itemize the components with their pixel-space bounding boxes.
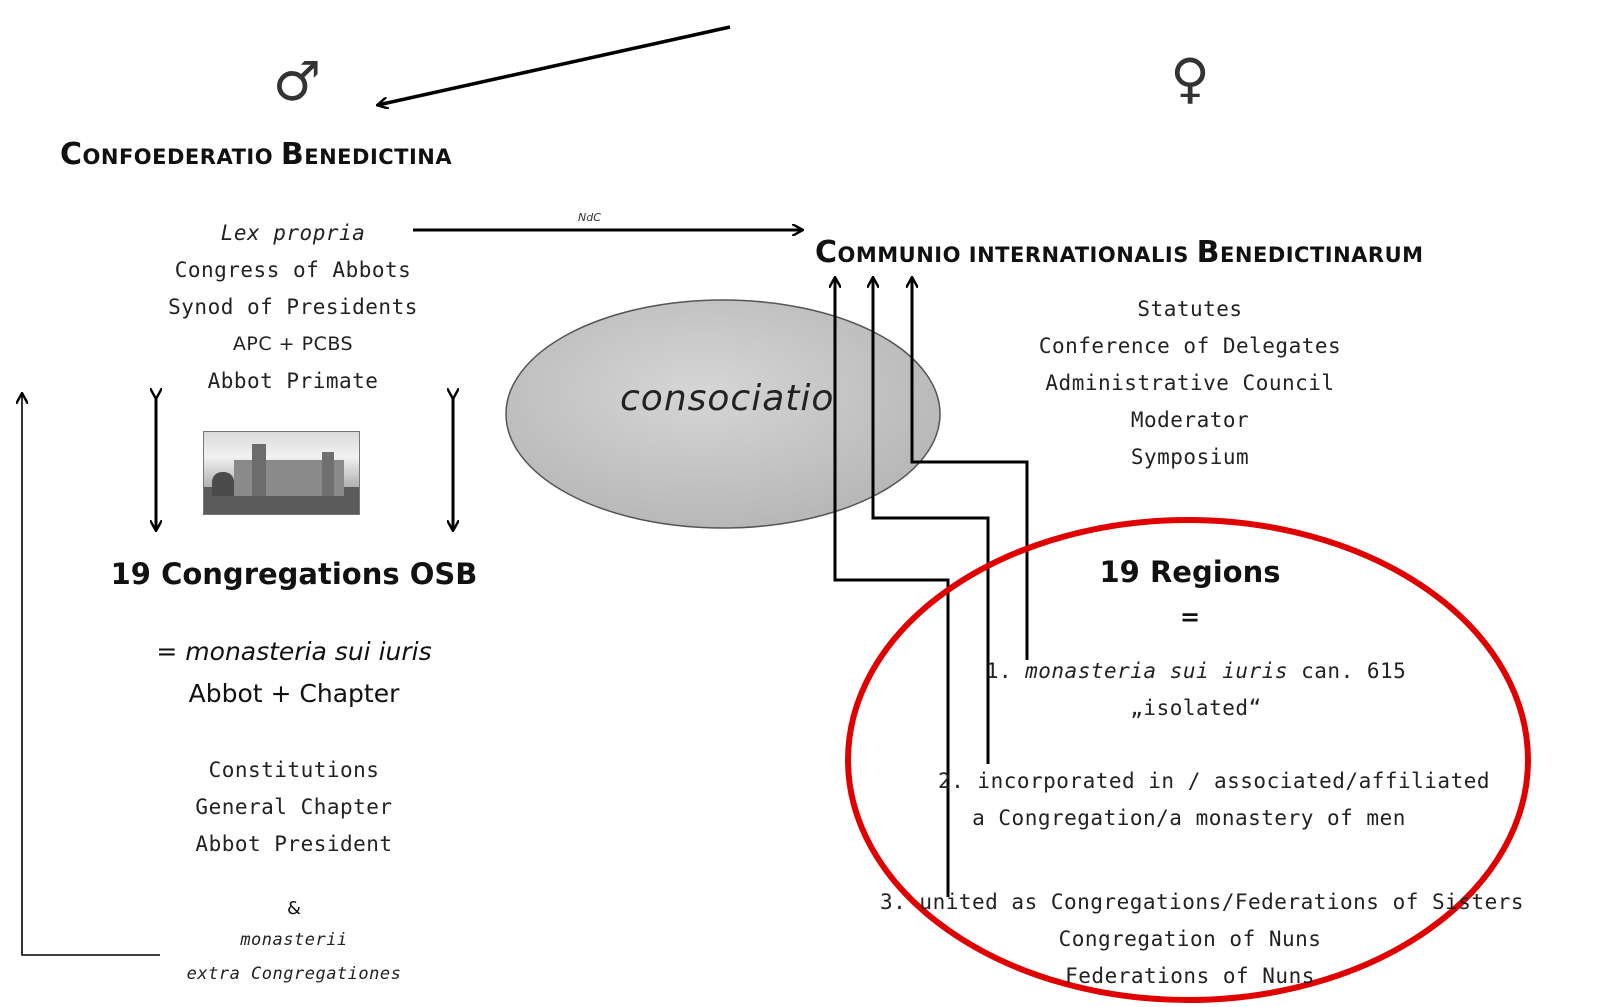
connector-item-1 — [912, 278, 1029, 660]
region-item-3-line2: Congregation of Nuns — [1058, 927, 1322, 951]
communio-governance-list: Statutes Conference of Delegates Adminis… — [1039, 291, 1341, 476]
congregation-structure-list: Constitutions General Chapter Abbot Pres… — [195, 752, 392, 863]
communio-title: COMMUNIO INTERNATIONALIS BENEDICTINARUM — [815, 235, 1424, 270]
region-item-2-line2: a Congregation/a monastery of men — [972, 806, 1406, 830]
sant-anselmo-photo — [203, 431, 360, 515]
governance-item: Symposium — [1130, 445, 1250, 469]
extra-line: extra Congregationes — [186, 964, 402, 984]
consociatio-label: consociatio — [620, 378, 835, 419]
abbot-chapter-line: Abbot + Chapter — [188, 679, 400, 708]
female-symbol: ♀ — [1170, 47, 1210, 110]
connector-item-3 — [835, 278, 950, 897]
ampersand: & — [286, 898, 302, 919]
regions-equals: = — [1179, 603, 1201, 631]
structure-item: Abbot President — [195, 832, 393, 856]
governance-item: Moderator — [1130, 408, 1250, 432]
structure-item: General Chapter — [195, 795, 393, 819]
region-item-1-note: „isolated“ — [1130, 696, 1262, 720]
confoederatio-governance-list: Lex propria Congress of Abbots Synod of … — [168, 215, 418, 400]
governance-item: APC + PCBS — [232, 333, 354, 355]
governance-item: Synod of Presidents — [168, 295, 418, 319]
structure-item: Constitutions — [208, 758, 380, 782]
region-item-1: 1. monasteria sui iuris can. 615 — [985, 659, 1407, 683]
ndc-label: NdC — [578, 211, 601, 224]
governance-item: Statutes — [1137, 297, 1243, 321]
monasteria-sui-iuris-line: = monasteria sui iuris — [156, 637, 432, 666]
male-symbol: ♂ — [272, 50, 322, 113]
region-item-2-line1: 2. incorporated in / associated/affiliat… — [937, 769, 1491, 793]
connector-item-2 — [873, 278, 990, 764]
confoederatio-title: CONFOEDERATIO BENEDICTINA — [60, 137, 453, 172]
region-item-3-line3: Federations of Nuns — [1065, 964, 1315, 988]
governance-item: Lex propria — [220, 221, 366, 245]
regions-highlight-circle — [845, 517, 1531, 1003]
regions-heading: 19 Regions — [1099, 555, 1281, 589]
extra-congregationes-list: monasterii extra Congregationes — [187, 923, 402, 991]
governance-item: Congress of Abbots — [174, 258, 412, 282]
congregations-heading: 19 Congregations OSB — [110, 557, 478, 591]
governance-item: Conference of Delegates — [1038, 334, 1342, 358]
extra-line: monasterii — [240, 930, 348, 950]
arrow-top-to-confoederatio — [378, 25, 731, 105]
region-item-3-line1: 3. united as Congregations/Federations o… — [879, 890, 1525, 914]
governance-item: Abbot Primate — [207, 369, 379, 393]
consociatio-ellipse — [505, 299, 941, 529]
feedback-connector — [22, 394, 160, 956]
governance-item: Administrative Council — [1045, 371, 1335, 395]
